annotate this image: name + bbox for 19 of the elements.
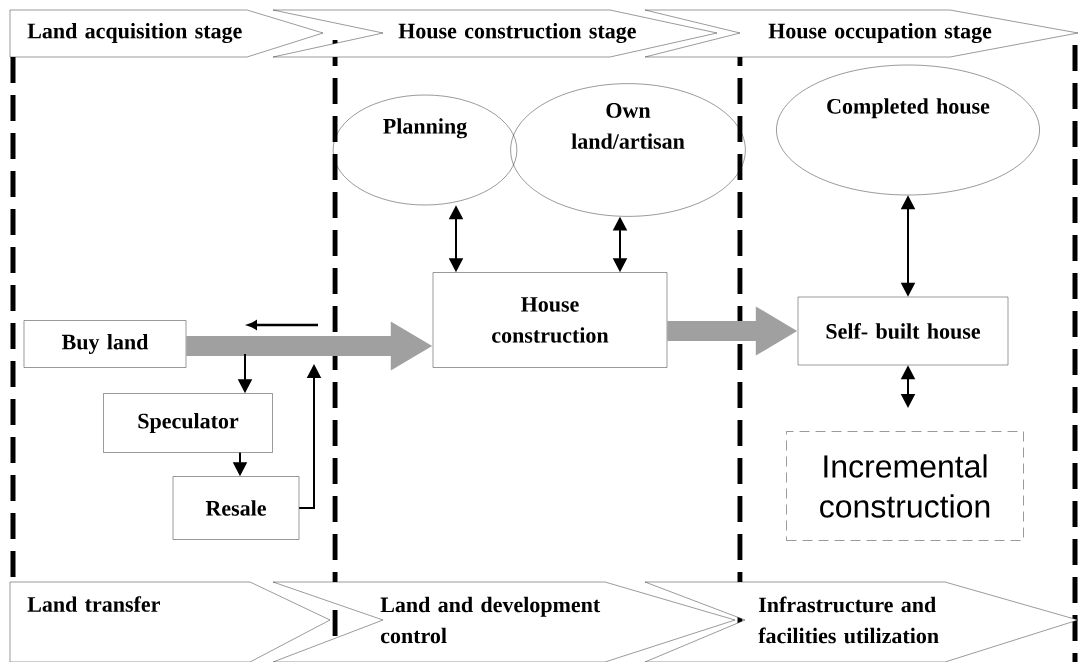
dashed-box: Incremental construction: [786, 431, 1024, 541]
stage-banner: House construction stage: [272, 9, 718, 58]
process-box: House construction: [432, 272, 668, 368]
node-label: Land transfer: [27, 596, 160, 612]
stage-banner: Land and development control: [272, 581, 736, 662]
node-label: House occupation stage: [768, 22, 992, 44]
process-box: Resale: [172, 476, 300, 540]
ellipse-node: Own land/artisan: [510, 83, 746, 217]
stage-banner: Land acquisition stage: [9, 9, 324, 58]
node-label: Land and development control: [380, 596, 601, 644]
stage-banner: Infrastructure and facilities utilization: [644, 581, 1079, 662]
stage-banner: House occupation stage: [644, 9, 1079, 58]
stage-banner: Land transfer: [9, 581, 331, 662]
node-label: Infrastructure and facilities utilization: [758, 596, 939, 644]
process-box: Speculator: [103, 393, 273, 453]
process-box: Buy land: [23, 320, 187, 368]
ellipse-node: Completed house: [776, 64, 1040, 196]
ellipse-node: Planning: [332, 94, 518, 206]
process-box: Self- built house: [797, 296, 1009, 366]
